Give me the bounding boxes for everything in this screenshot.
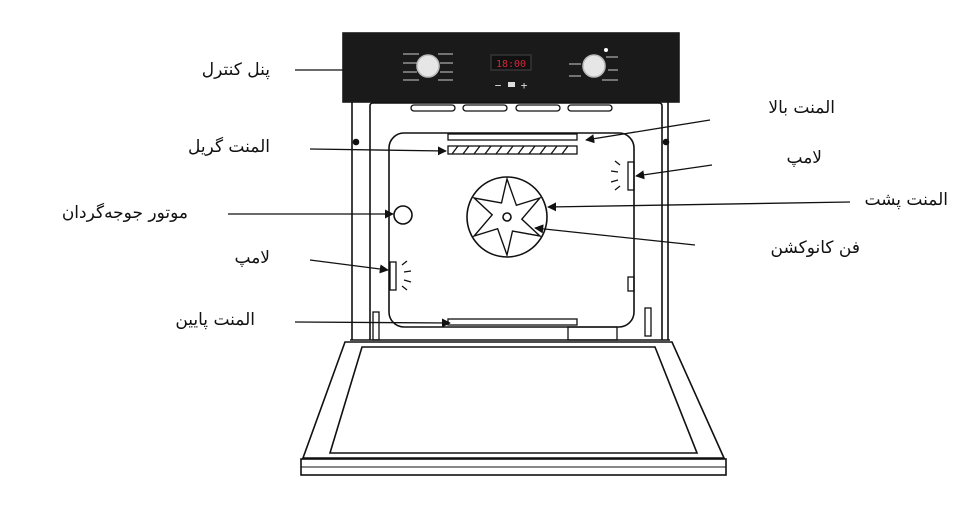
label-control-panel: پنل کنترل <box>201 60 270 80</box>
leader-rear-element <box>547 201 851 212</box>
bottom-element <box>447 318 578 326</box>
left-knob <box>403 53 453 81</box>
convection-fan <box>466 176 548 258</box>
leader-top-element <box>585 119 711 144</box>
leader-lamp-right <box>635 164 713 180</box>
label-lamp-right: لامپ <box>786 148 823 168</box>
display <box>490 54 532 71</box>
label-rear-element: المنت پشت <box>864 190 948 210</box>
lamp-right <box>610 160 635 191</box>
label-lamp-left: لامپ <box>234 248 271 268</box>
oven-body <box>350 102 670 341</box>
label-top-element: المنت بالا <box>768 98 835 118</box>
right-knob <box>569 48 618 81</box>
clock-button[interactable] <box>508 82 515 87</box>
leader-bottom-element <box>294 318 451 328</box>
grill-element <box>447 145 578 155</box>
label-convection-fan: فن کانوکشن <box>770 238 860 258</box>
label-bottom-element: المنت پایین <box>175 310 255 330</box>
oven-door <box>300 341 727 476</box>
oven-cavity <box>388 132 635 328</box>
leader-lamp-left <box>309 259 389 274</box>
leader-convection-fan <box>534 224 696 246</box>
top-element <box>447 133 578 141</box>
leader-grill-element <box>309 146 447 156</box>
label-grill-element: المنت گریل <box>187 137 270 157</box>
plus-button[interactable]: + <box>521 79 528 92</box>
lamp-left <box>389 260 412 291</box>
display-time: 18:00 <box>496 59 526 70</box>
vents <box>410 104 613 112</box>
label-rotisserie-motor: موتور جوجه‌گردان <box>61 203 188 223</box>
rotisserie-motor <box>393 205 413 225</box>
minus-button[interactable]: − <box>495 79 502 92</box>
